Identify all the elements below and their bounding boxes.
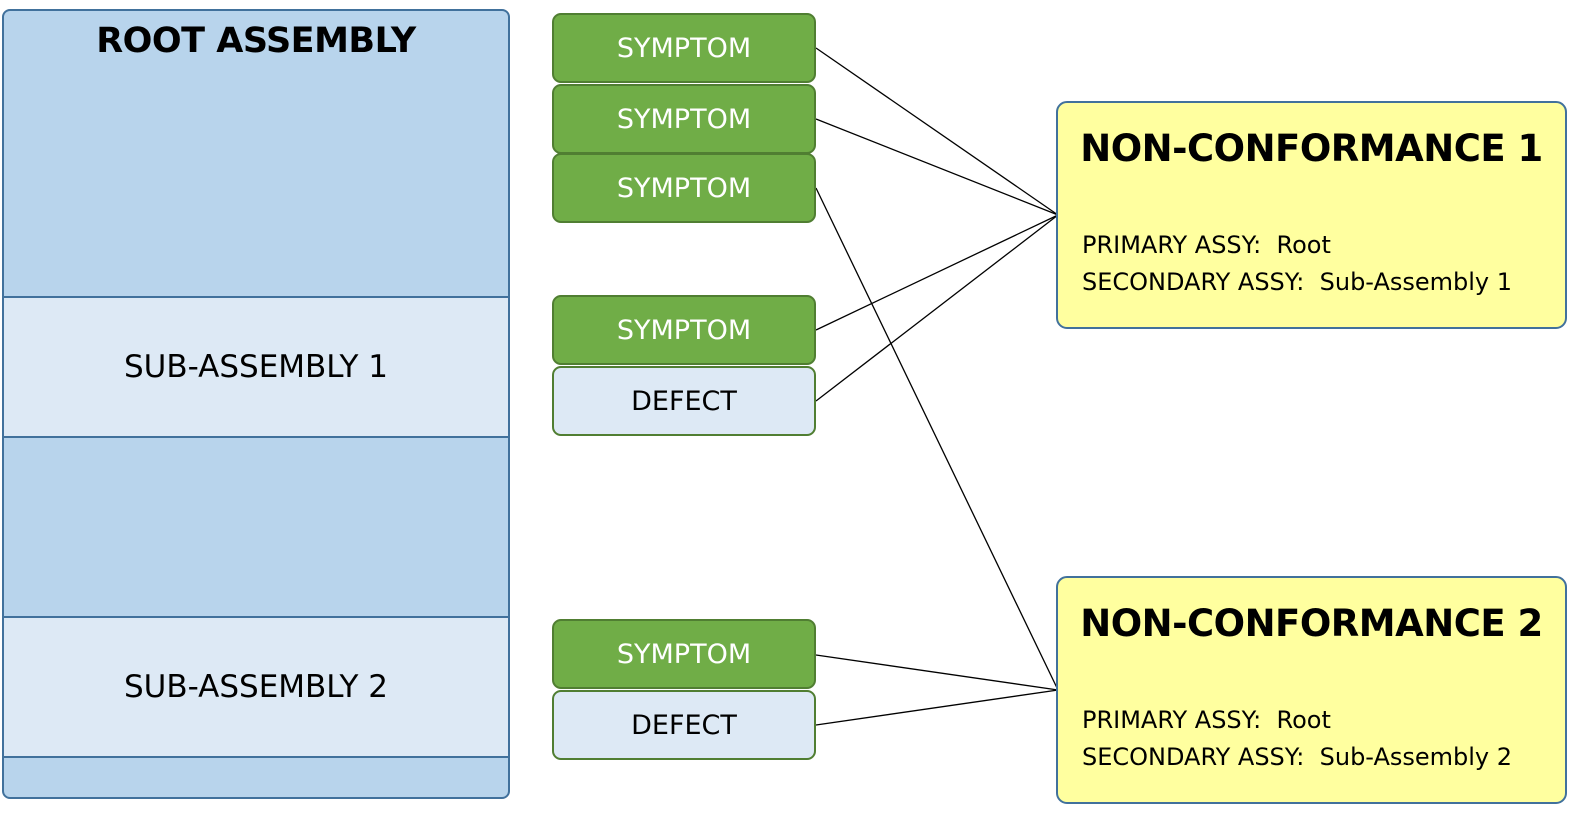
connector-symptom-1-nc-1 bbox=[815, 47, 1059, 216]
symptom-label: SYMPTOM bbox=[616, 638, 752, 670]
defect-box-2: DEFECT bbox=[552, 690, 816, 760]
nc-1-secondary-assy: SECONDARY ASSY: Sub-Assembly 1 bbox=[1082, 268, 1512, 296]
non-conformance-2-title: NON-CONFORMANCE 2 bbox=[1080, 602, 1543, 645]
symptom-box-1: SYMPTOM bbox=[552, 13, 816, 83]
sub-assembly-2-label: SUB-ASSEMBLY 2 bbox=[124, 669, 388, 705]
secondary-assy-value: Sub-Assembly 1 bbox=[1319, 268, 1513, 296]
secondary-assy-value: Sub-Assembly 2 bbox=[1319, 743, 1513, 771]
non-conformance-1-title: NON-CONFORMANCE 1 bbox=[1080, 127, 1543, 170]
connector-symptom-5-nc-2 bbox=[815, 654, 1059, 691]
connector-symptom-2-nc-1 bbox=[815, 118, 1059, 216]
connector-symptom-3-nc-2 bbox=[815, 187, 1059, 691]
primary-assy-label: PRIMARY ASSY: bbox=[1082, 231, 1262, 259]
root-assembly-title: ROOT ASSEMBLY bbox=[96, 21, 416, 61]
primary-assy-value: Root bbox=[1276, 706, 1331, 734]
symptom-box-4: SYMPTOM bbox=[552, 295, 816, 365]
symptom-label: SYMPTOM bbox=[616, 172, 752, 204]
primary-assy-label: PRIMARY ASSY: bbox=[1082, 706, 1262, 734]
connector-defect-1-nc-1 bbox=[815, 214, 1059, 402]
sub-assembly-1-label: SUB-ASSEMBLY 1 bbox=[124, 349, 388, 385]
symptom-box-3: SYMPTOM bbox=[552, 153, 816, 223]
symptom-box-2: SYMPTOM bbox=[552, 84, 816, 154]
connector-defect-2-nc-2 bbox=[815, 689, 1059, 726]
connector-symptom-4-nc-1 bbox=[815, 214, 1059, 331]
symptom-label: SYMPTOM bbox=[616, 103, 752, 135]
defect-label: DEFECT bbox=[631, 385, 737, 417]
symptom-label: SYMPTOM bbox=[616, 314, 752, 346]
defect-label: DEFECT bbox=[631, 709, 737, 741]
primary-assy-value: Root bbox=[1276, 231, 1331, 259]
symptom-box-5: SYMPTOM bbox=[552, 619, 816, 689]
nc-2-primary-assy: PRIMARY ASSY: Root bbox=[1082, 706, 1331, 734]
non-conformance-1-box: NON-CONFORMANCE 1 PRIMARY ASSY: Root SEC… bbox=[1056, 101, 1567, 329]
secondary-assy-label: SECONDARY ASSY: bbox=[1082, 268, 1305, 296]
nc-2-secondary-assy: SECONDARY ASSY: Sub-Assembly 2 bbox=[1082, 743, 1512, 771]
sub-assembly-1-band: SUB-ASSEMBLY 1 bbox=[4, 296, 508, 438]
symptom-label: SYMPTOM bbox=[616, 32, 752, 64]
root-assembly-panel: ROOT ASSEMBLY SUB-ASSEMBLY 1 SUB-ASSEMBL… bbox=[2, 9, 510, 799]
defect-box-1: DEFECT bbox=[552, 366, 816, 436]
non-conformance-2-box: NON-CONFORMANCE 2 PRIMARY ASSY: Root SEC… bbox=[1056, 576, 1567, 804]
secondary-assy-label: SECONDARY ASSY: bbox=[1082, 743, 1305, 771]
sub-assembly-2-band: SUB-ASSEMBLY 2 bbox=[4, 616, 508, 758]
nc-1-primary-assy: PRIMARY ASSY: Root bbox=[1082, 231, 1331, 259]
